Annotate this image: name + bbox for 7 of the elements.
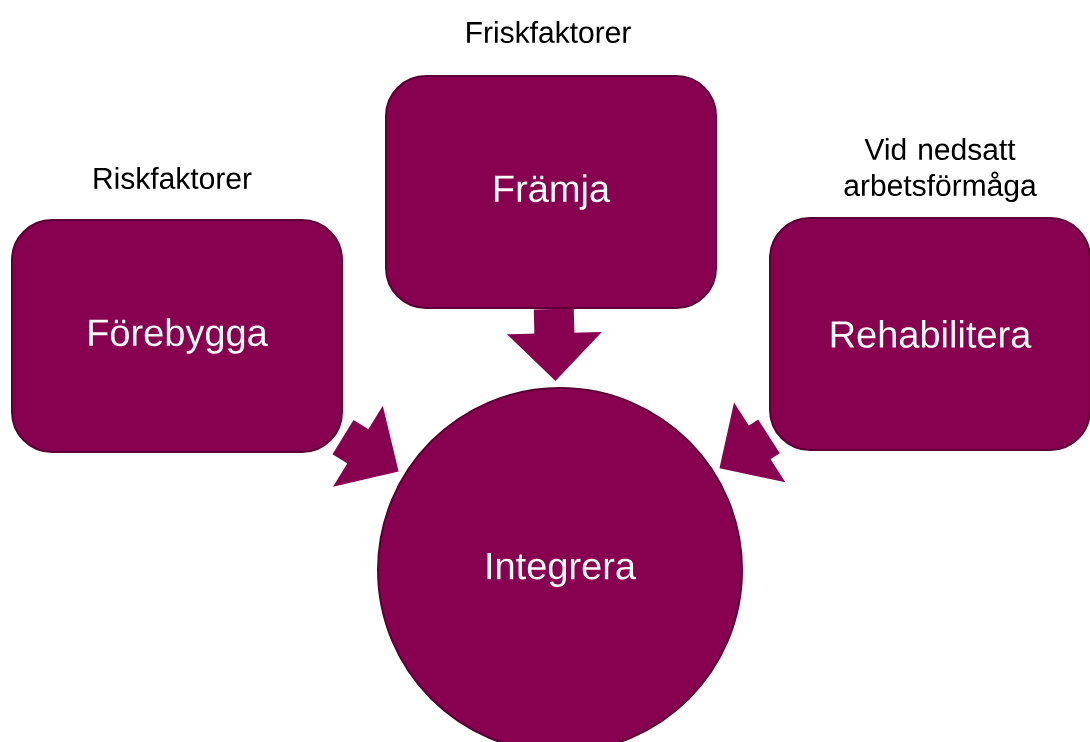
process-box: Förebygga [11,219,343,453]
heading-text: Vid nedsatt arbetsförmåga [844,138,1037,202]
process-box: Rehabilitera [769,217,1090,451]
process-box: Främja [385,75,717,309]
heading-text: Riskfaktorer [94,167,252,189]
heading-text: Friskfaktorer [467,21,631,43]
circle-node: Integrera [377,387,743,742]
